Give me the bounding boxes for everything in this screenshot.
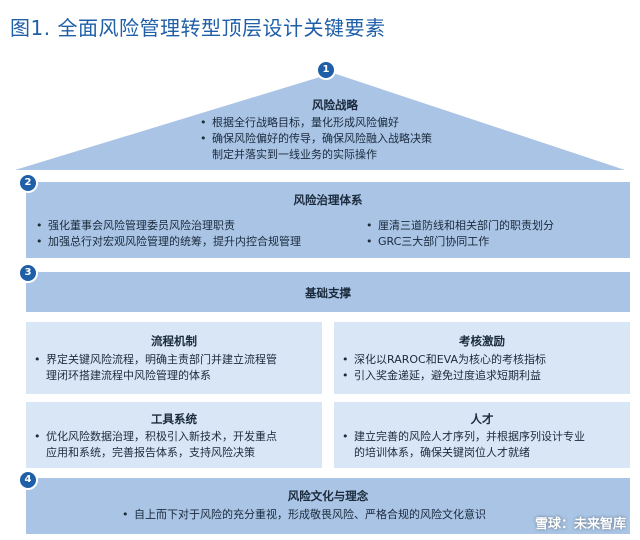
bullet-item: 的培训体系，确保关键岗位人才就绪 — [354, 446, 530, 459]
strategy-roof — [15, 73, 625, 170]
section-3-title: 基础支撑 — [305, 286, 351, 300]
section-2-title: 风险治理体系 — [293, 193, 363, 207]
bullet-item: •加强总行对宏观风险管理的统筹，提升内控合规管理 — [36, 235, 301, 248]
card-incentive: 考核激励 •深化以RAROC和EVA为核心的考核指标 •引入奖金递延，避免过度追… — [334, 322, 630, 394]
bullet-item: •强化董事会风险管理委员风险治理职责 — [36, 219, 235, 232]
bullet-item: •根据全行战略目标，量化形成风险偏好 — [200, 116, 399, 129]
card-title: 考核激励 — [459, 334, 505, 348]
section-2-box: 风险治理体系 •强化董事会风险管理委员风险治理职责 •加强总行对宏观风险管理的统… — [26, 182, 630, 258]
page-title: 图1. 全面风险管理转型顶层设计关键要素 — [10, 16, 386, 40]
roof-shape — [15, 73, 625, 170]
bullet-item: •优化风险数据治理，积极引入新技术，开发重点 — [34, 430, 277, 443]
bullet-item: •建立完善的风险人才序列，并根据序列设计专业 — [342, 430, 585, 443]
bullet-item: 理闭环搭建流程中风险管理的体系 — [46, 369, 211, 382]
bullet-item: •界定关键风险流程，明确主责部门并建立流程管 — [34, 353, 277, 366]
bullet-item: •深化以RAROC和EVA为核心的考核指标 — [342, 353, 546, 366]
section-3-box: 基础支撑 — [26, 272, 630, 312]
bullet-item: •引入奖金递延，避免过度追求短期利益 — [342, 369, 541, 382]
section-4-title: 风险文化与理念 — [287, 489, 369, 503]
section-1-bullets: •根据全行战略目标，量化形成风险偏好 •确保风险偏好的传导，确保风险融入战略决策… — [200, 115, 432, 163]
card-title: 流程机制 — [151, 334, 197, 348]
section-1-badge: 1 — [318, 62, 334, 78]
section-4-badge: 4 — [20, 472, 36, 488]
card-title: 工具系统 — [151, 412, 197, 426]
bullet-item: •GRC三大部门协同工作 — [366, 235, 490, 248]
bullet-item: 制定并落实到一线业务的实际操作 — [212, 148, 377, 161]
section-3-badge: 3 — [20, 265, 36, 281]
section-1-title: 风险战略 — [312, 98, 358, 112]
bullet-item: 应用和系统，完善报告体系，支持风险决策 — [46, 446, 255, 459]
bullet-item: •自上而下对于风险的充分重视，形成敬畏风险、严格合规的风险文化意识 — [122, 508, 486, 521]
watermark: 雪球：未来智库 — [534, 517, 626, 532]
section-2-left-bullets: •强化董事会风险管理委员风险治理职责 •加强总行对宏观风险管理的统筹，提升内控合… — [36, 218, 301, 250]
section-4-box: 风险文化与理念 •自上而下对于风险的充分重视，形成敬畏风险、严格合规的风险文化意… — [26, 478, 630, 534]
section-2-badge: 2 — [20, 175, 36, 191]
bullet-item: •厘清三道防线和相关部门的职责划分 — [366, 219, 554, 232]
card-title: 人才 — [470, 412, 494, 426]
bullet-item: •确保风险偏好的传导，确保风险融入战略决策 — [200, 132, 432, 145]
card-talent: 人才 •建立完善的风险人才序列，并根据序列设计专业 的培训体系，确保关键岗位人才… — [334, 402, 630, 468]
card-tools: 工具系统 •优化风险数据治理，积极引入新技术，开发重点 应用和系统，完善报告体系… — [26, 402, 322, 468]
card-process: 流程机制 •界定关键风险流程，明确主责部门并建立流程管 理闭环搭建流程中风险管理… — [26, 322, 322, 394]
section-2-right-bullets: •厘清三道防线和相关部门的职责划分 •GRC三大部门协同工作 — [366, 218, 554, 250]
